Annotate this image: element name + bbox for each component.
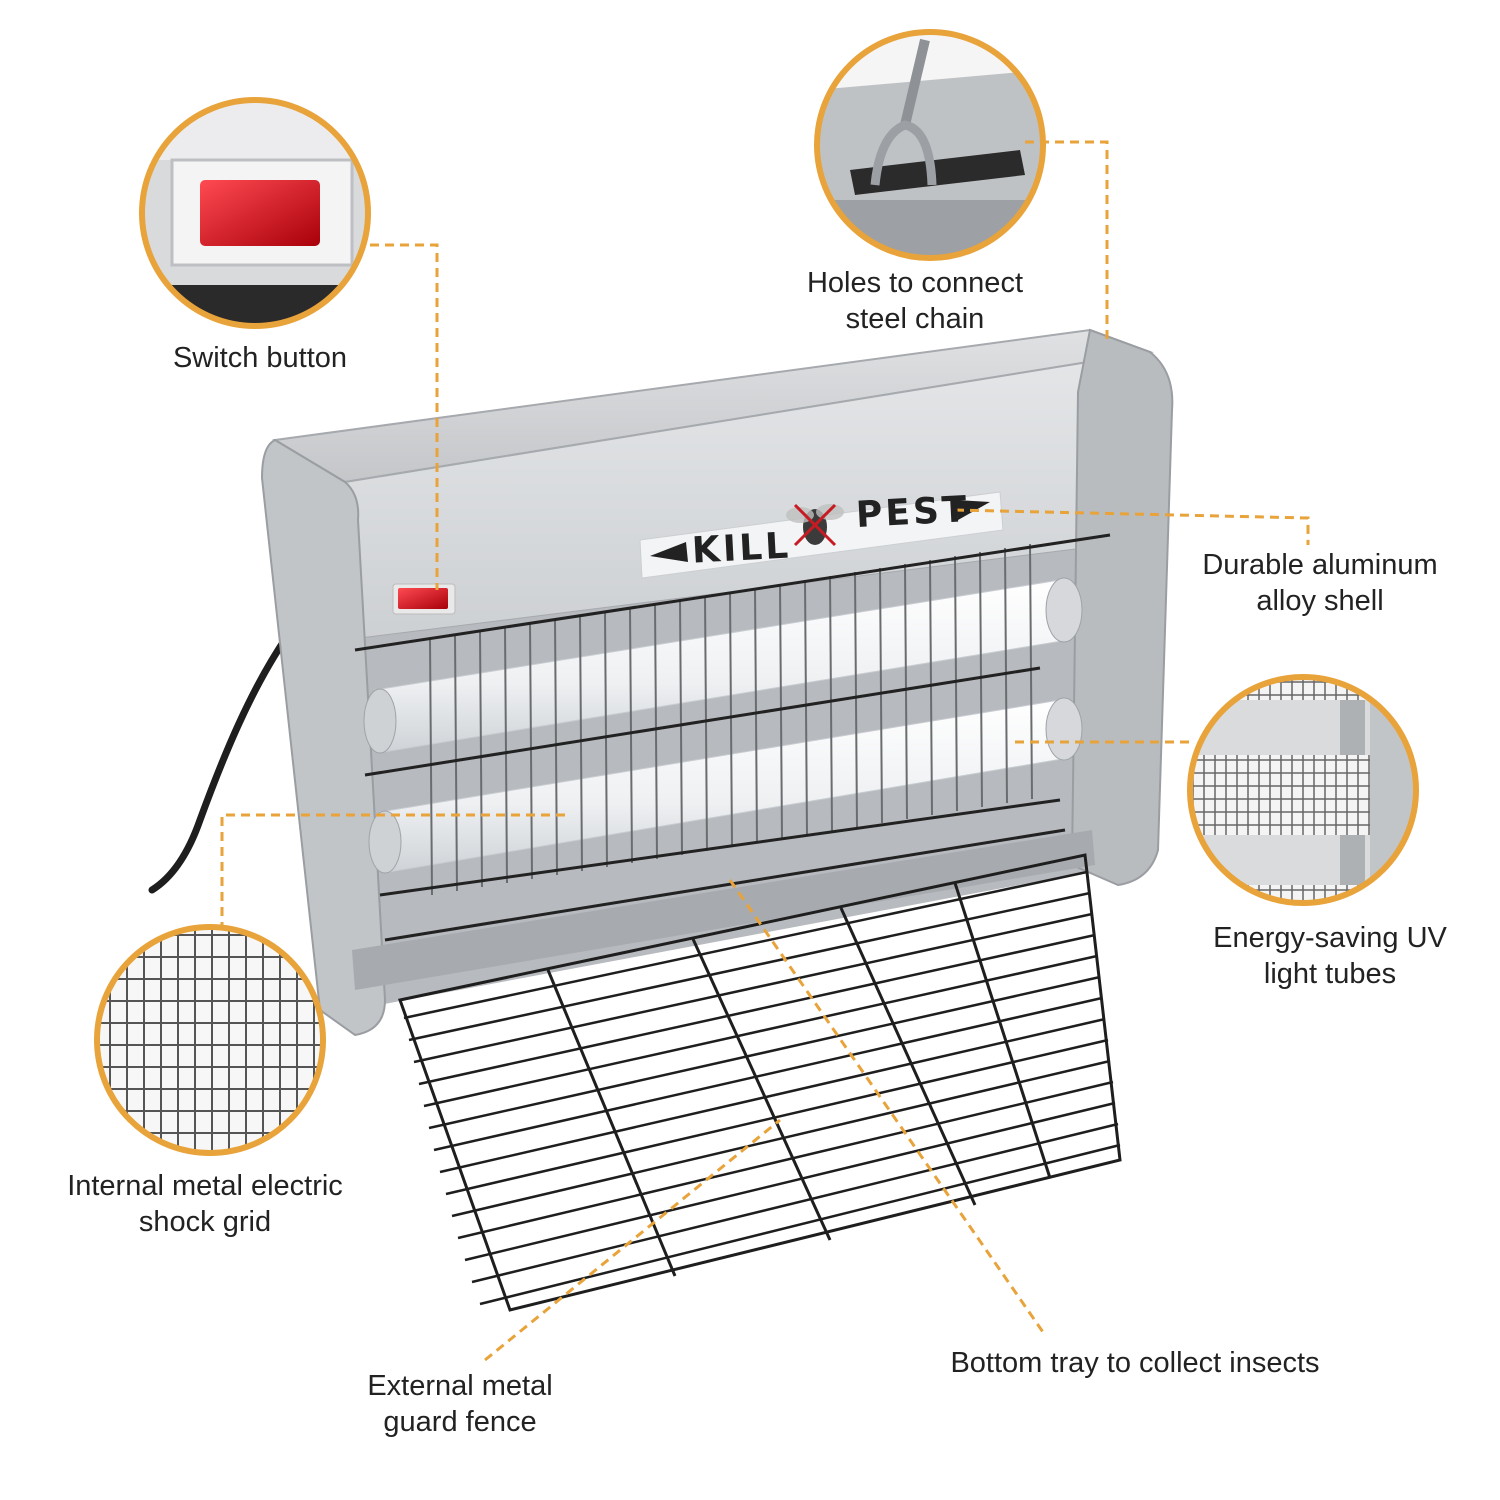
label-uv-tubes: Energy-saving UV light tubes: [1213, 922, 1447, 990]
brand-arrow-left-icon: [650, 542, 688, 562]
leader-fence: [484, 1118, 781, 1362]
label-switch-button: Switch button: [172, 342, 348, 374]
bee-icon: [786, 503, 844, 547]
label-shock-grid: Internal metal electric shock grid: [67, 1170, 343, 1238]
brand-pest: PEST: [855, 489, 971, 536]
switch-button[interactable]: [398, 588, 448, 609]
leader-lines: [220, 140, 1310, 1362]
shock-grid-zoom: [94, 924, 326, 1156]
chain-hole-zoom: [814, 29, 1046, 261]
leader-shell: [954, 508, 1310, 545]
shock-grid: [429, 543, 1033, 896]
housing-right-cap: [1070, 328, 1174, 887]
uv-tubes-zoom: [1187, 674, 1419, 906]
label-bottom-tray: Bottom tray to collect insects: [950, 1347, 1320, 1379]
guard-fence: [398, 853, 1122, 1312]
brand-kill: KILL: [690, 525, 793, 572]
guard-fence-bars: [403, 870, 1121, 1306]
label-guard-fence: External metal guard fence: [367, 1370, 553, 1438]
leader-tray: [728, 879, 1047, 1336]
grid-rods: [354, 533, 1111, 942]
housing-left-cap: [260, 438, 387, 1037]
uv-tube-upper: [363, 577, 1083, 754]
leader-holes: [1025, 140, 1109, 345]
switch-zoom: [139, 97, 371, 329]
power-cord: [148, 631, 292, 894]
label-aluminum-shell: Durable aluminum alloy shell: [1202, 549, 1438, 617]
uv-tube-lower: [368, 697, 1083, 874]
label-chain-holes: Holes to connect steel chain: [806, 267, 1023, 335]
bottom-rail: [352, 830, 1095, 990]
leader-switch: [370, 243, 439, 590]
